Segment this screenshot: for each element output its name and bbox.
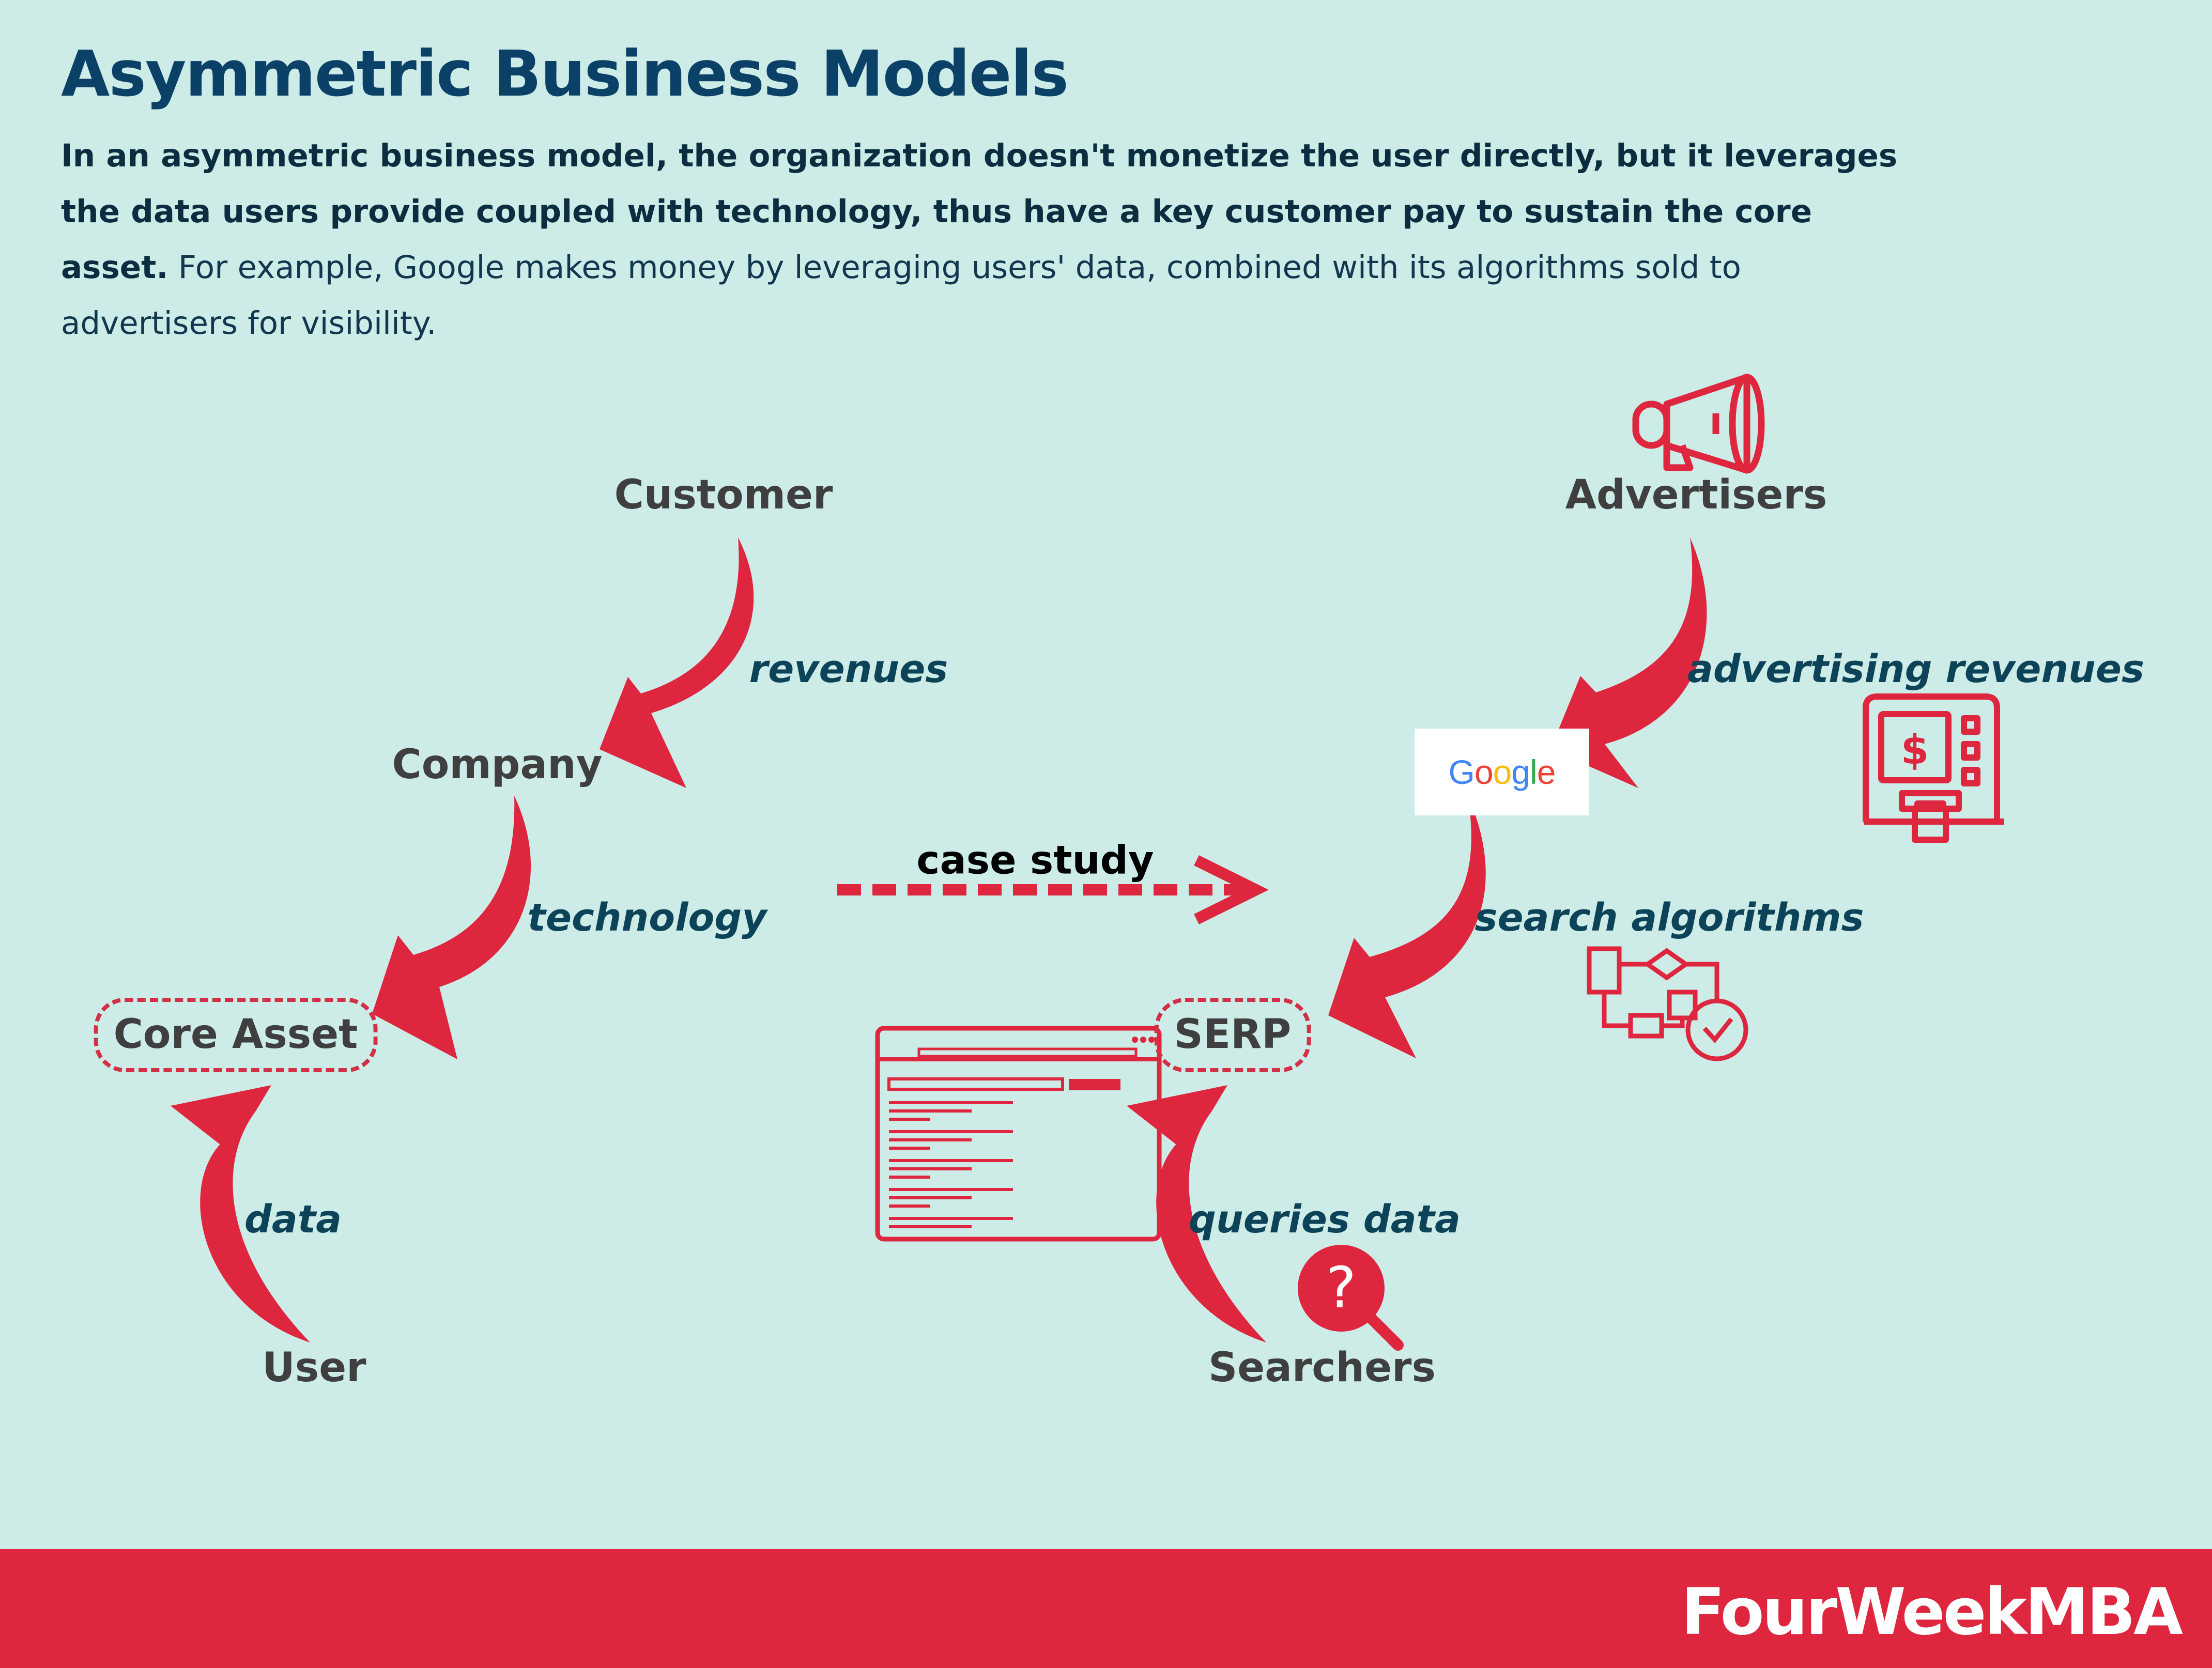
label-revenues: revenues — [749, 647, 948, 691]
label-advertising-revenues: advertising revenues — [1687, 647, 2145, 691]
google-letter-5: l — [1530, 753, 1538, 791]
arrow-queries-data — [1127, 1085, 1266, 1342]
case-study-arrow — [837, 855, 1269, 924]
node-searchers: Searchers — [1208, 1345, 1436, 1391]
megaphone-icon — [1632, 374, 1765, 474]
description-bold: In an asymmetric business model, the org… — [61, 137, 1898, 286]
node-customer: Customer — [614, 472, 833, 518]
svg-text:$: $ — [1901, 727, 1929, 774]
arrow-revenues — [600, 537, 754, 788]
arrow-advertising-revenues — [1550, 537, 1707, 788]
svg-text:?: ? — [1326, 1255, 1356, 1321]
google-letter-2: o — [1474, 753, 1494, 791]
node-user: User — [262, 1345, 366, 1391]
atm-icon: $ — [1863, 693, 2004, 843]
page-title: Asymmetric Business Models — [61, 37, 1069, 111]
page-description: In an asymmetric business model, the org… — [61, 128, 1901, 351]
question-search-icon: ? — [1298, 1245, 1404, 1351]
description-rest: For example, Google makes money by lever… — [61, 249, 1741, 342]
google-letter-1: G — [1448, 753, 1475, 791]
label-technology: technology — [527, 895, 767, 940]
arrow-technology — [372, 796, 531, 1059]
google-letter-4: g — [1511, 753, 1530, 791]
browser-serp-icon — [875, 1026, 1162, 1242]
label-queries-data: queries data — [1189, 1197, 1461, 1242]
google-logo-box: Google — [1415, 729, 1589, 815]
node-serp: SERP — [1154, 998, 1311, 1072]
google-letter-6: e — [1537, 753, 1556, 791]
label-search-algorithms: search algorithms — [1474, 895, 1864, 940]
node-company: Company — [392, 742, 603, 788]
footer-bar: FourWeekMBA — [0, 1549, 2212, 1668]
node-advertisers: Advertisers — [1565, 472, 1827, 518]
brand-logo: FourWeekMBA — [1681, 1575, 2183, 1649]
flowchart-icon — [1587, 946, 1748, 1061]
arrow-search-algorithms — [1328, 796, 1486, 1058]
case-study-label: case study — [916, 837, 1154, 883]
google-logo: Google — [1449, 752, 1556, 792]
google-letter-3: o — [1493, 753, 1512, 791]
arrow-data — [171, 1085, 310, 1342]
diagram-graphics: $ ? — [171, 374, 2004, 1351]
node-core-asset: Core Asset — [94, 998, 378, 1072]
label-data: data — [244, 1197, 342, 1242]
